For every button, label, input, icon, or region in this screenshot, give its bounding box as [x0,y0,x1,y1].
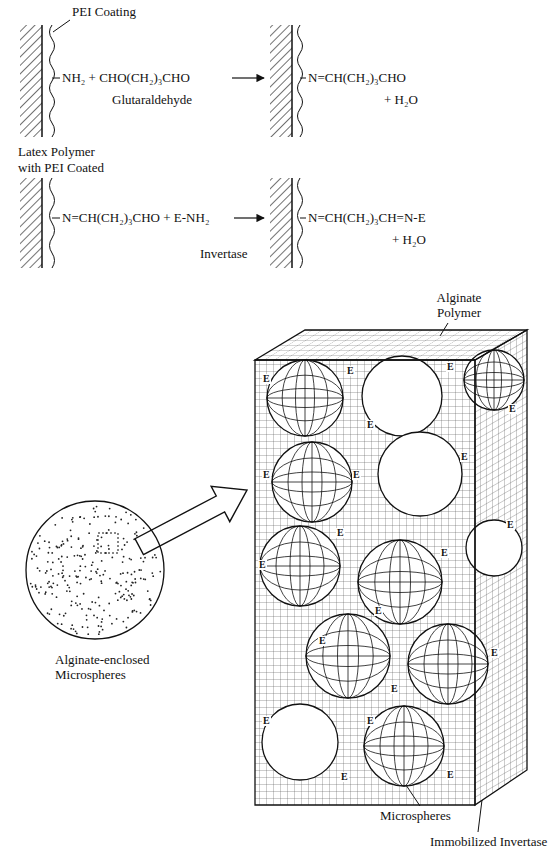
enzyme-mark: E [446,770,455,780]
text-label: Glutaraldehyde [112,92,192,107]
microsphere [260,350,524,786]
enzyme-mark: E [460,452,469,462]
enzyme-mark: E [366,420,375,430]
enzyme-mark: E [366,716,375,726]
alginate-matrix [255,330,527,805]
matrix-cube: Alginate Polymer [255,330,527,805]
text-label: N=CH(CH₂)₃CHO + E-NH₂ [62,210,209,225]
enzyme-mark: E [318,636,327,646]
text-label: NH₂ + CHO(CH₂)₃CHO [62,70,190,85]
leader-line [53,20,482,832]
node-outline [25,500,165,640]
hollow-arrow [135,486,247,554]
enzyme-mark: E [440,548,449,558]
enzyme-mark: E [390,684,399,694]
node-caption: Alginate-enclosed Microspheres [55,652,175,682]
text-label: N=CH(CH₂)₃CH=N-E [308,210,426,225]
text-label: Microspheres [380,808,451,823]
node-caption: Alginate Polymer [419,290,499,320]
bead-circle: Alginate-enclosed Microspheres [25,500,165,640]
enzyme-mark: E [262,716,271,726]
enzyme-mark: E [340,772,349,782]
enzyme-mark: E [508,404,517,414]
enzyme-mark: E [346,366,355,376]
text-label: N=CH(CH₂)₃CHO [308,70,406,85]
enzyme-mark: E [374,606,383,616]
detail-square [98,533,118,553]
text-label: Invertase [200,246,248,261]
enzyme-mark: E [506,520,515,530]
enzyme-mark: E [336,528,345,538]
enzyme-mark: E [352,470,361,480]
text-label: Latex Polymer [18,144,95,159]
enzyme-mark: E [490,648,499,658]
enzyme-mark: E [262,374,271,384]
reaction-arrow [232,78,264,218]
text-label: with PEI Coated [18,160,104,175]
enzyme-mark: E [446,362,455,372]
text-label: + H₂O [392,232,426,247]
text-label: PEI Coating [72,4,136,19]
text-label: + H₂O [384,92,418,107]
node-outline [255,330,527,805]
enzyme-mark: E [262,470,271,480]
text-label: Immobilized Invertase [430,834,547,849]
microsphere-dots [30,506,161,635]
enzyme-mark: E [258,560,267,570]
